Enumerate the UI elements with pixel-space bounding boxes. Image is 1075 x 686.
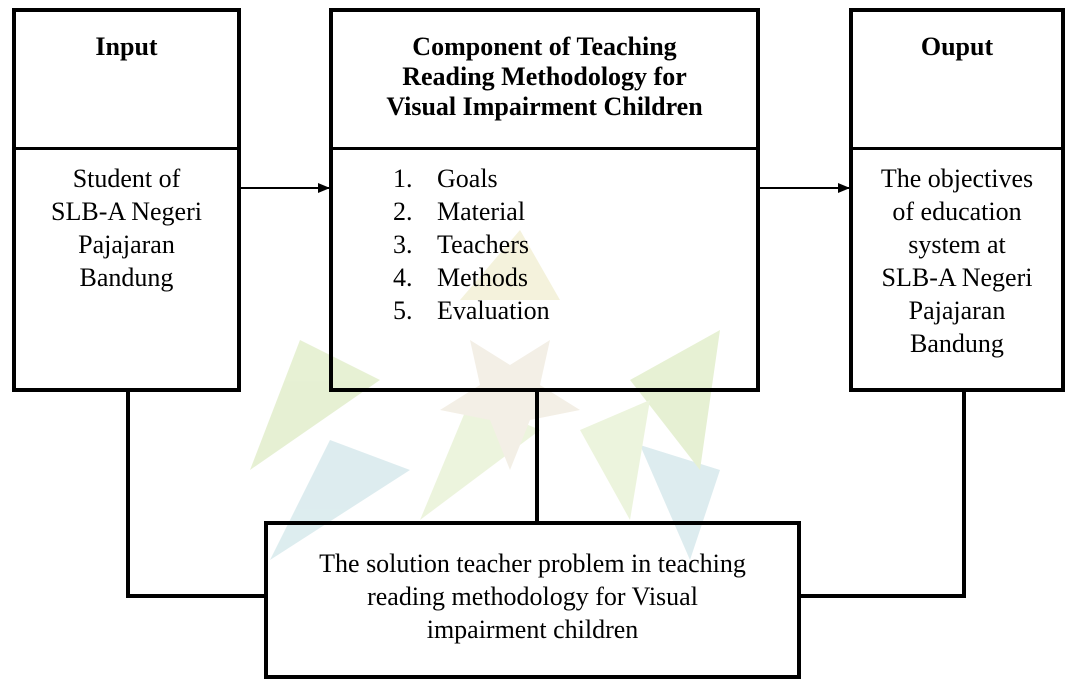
list-number: 3. [393,230,413,259]
output-title: Ouput [920,32,994,61]
output-line: system at [908,230,1006,259]
input-line: Bandung [79,263,174,292]
list-number: 1. [393,164,413,193]
list-label: Teachers [437,230,530,259]
component-list-item: 1. Goals [333,162,756,195]
solution-line: reading methodology for Visual [367,582,698,611]
solution-line: The solution teacher problem in teaching [319,549,746,578]
line-output-to-solution [801,392,966,598]
component-list-item: 2. Material [333,195,756,228]
list-label: Methods [437,263,528,292]
output-box: Ouput The objectives of education system… [849,8,1065,392]
output-line: SLB-A Negeri [881,263,1033,292]
input-box-body: Student of SLB-A Negeri Pajajaran Bandun… [16,150,237,388]
solution-box: The solution teacher problem in teaching… [264,521,801,679]
output-line: The objectives [880,164,1034,193]
component-box: Component of Teaching Reading Methodolog… [329,8,760,392]
list-label: Evaluation [437,296,550,325]
input-line: SLB-A Negeri [51,197,202,226]
component-title-line: Visual Impairment Children [386,92,703,121]
list-label: Goals [437,164,498,193]
list-number: 2. [393,197,413,226]
component-list-item: 5. Evaluation [333,294,756,327]
input-line: Student of [72,164,181,193]
list-number: 5. [393,296,413,325]
output-line: of education [892,197,1022,226]
input-line: Pajajaran [78,230,175,259]
input-box: Input Student of SLB-A Negeri Pajajaran … [12,8,241,392]
component-box-body: 1.Goals 2.Material 3.Teachers 4.Methods … [333,150,756,388]
component-title-line: Reading Methodology for [402,62,687,91]
output-line: Bandung [910,329,1004,358]
output-box-body: The objectives of education system at SL… [853,150,1061,388]
component-title-line: Component of Teaching [412,32,677,61]
component-box-header: Component of Teaching Reading Methodolog… [333,12,756,150]
list-number: 4. [393,263,413,292]
solution-text: The solution teacher problem in teaching… [268,547,797,646]
input-title: Input [95,32,158,61]
input-box-header: Input [16,12,237,150]
list-label: Material [437,197,526,226]
output-line: Pajajaran [908,296,1006,325]
output-box-header: Ouput [853,12,1061,150]
component-list-item: 3. Teachers [333,228,756,261]
solution-line: impairment children [426,615,639,644]
line-input-to-solution [126,392,264,598]
component-list-item: 4. Methods [333,261,756,294]
